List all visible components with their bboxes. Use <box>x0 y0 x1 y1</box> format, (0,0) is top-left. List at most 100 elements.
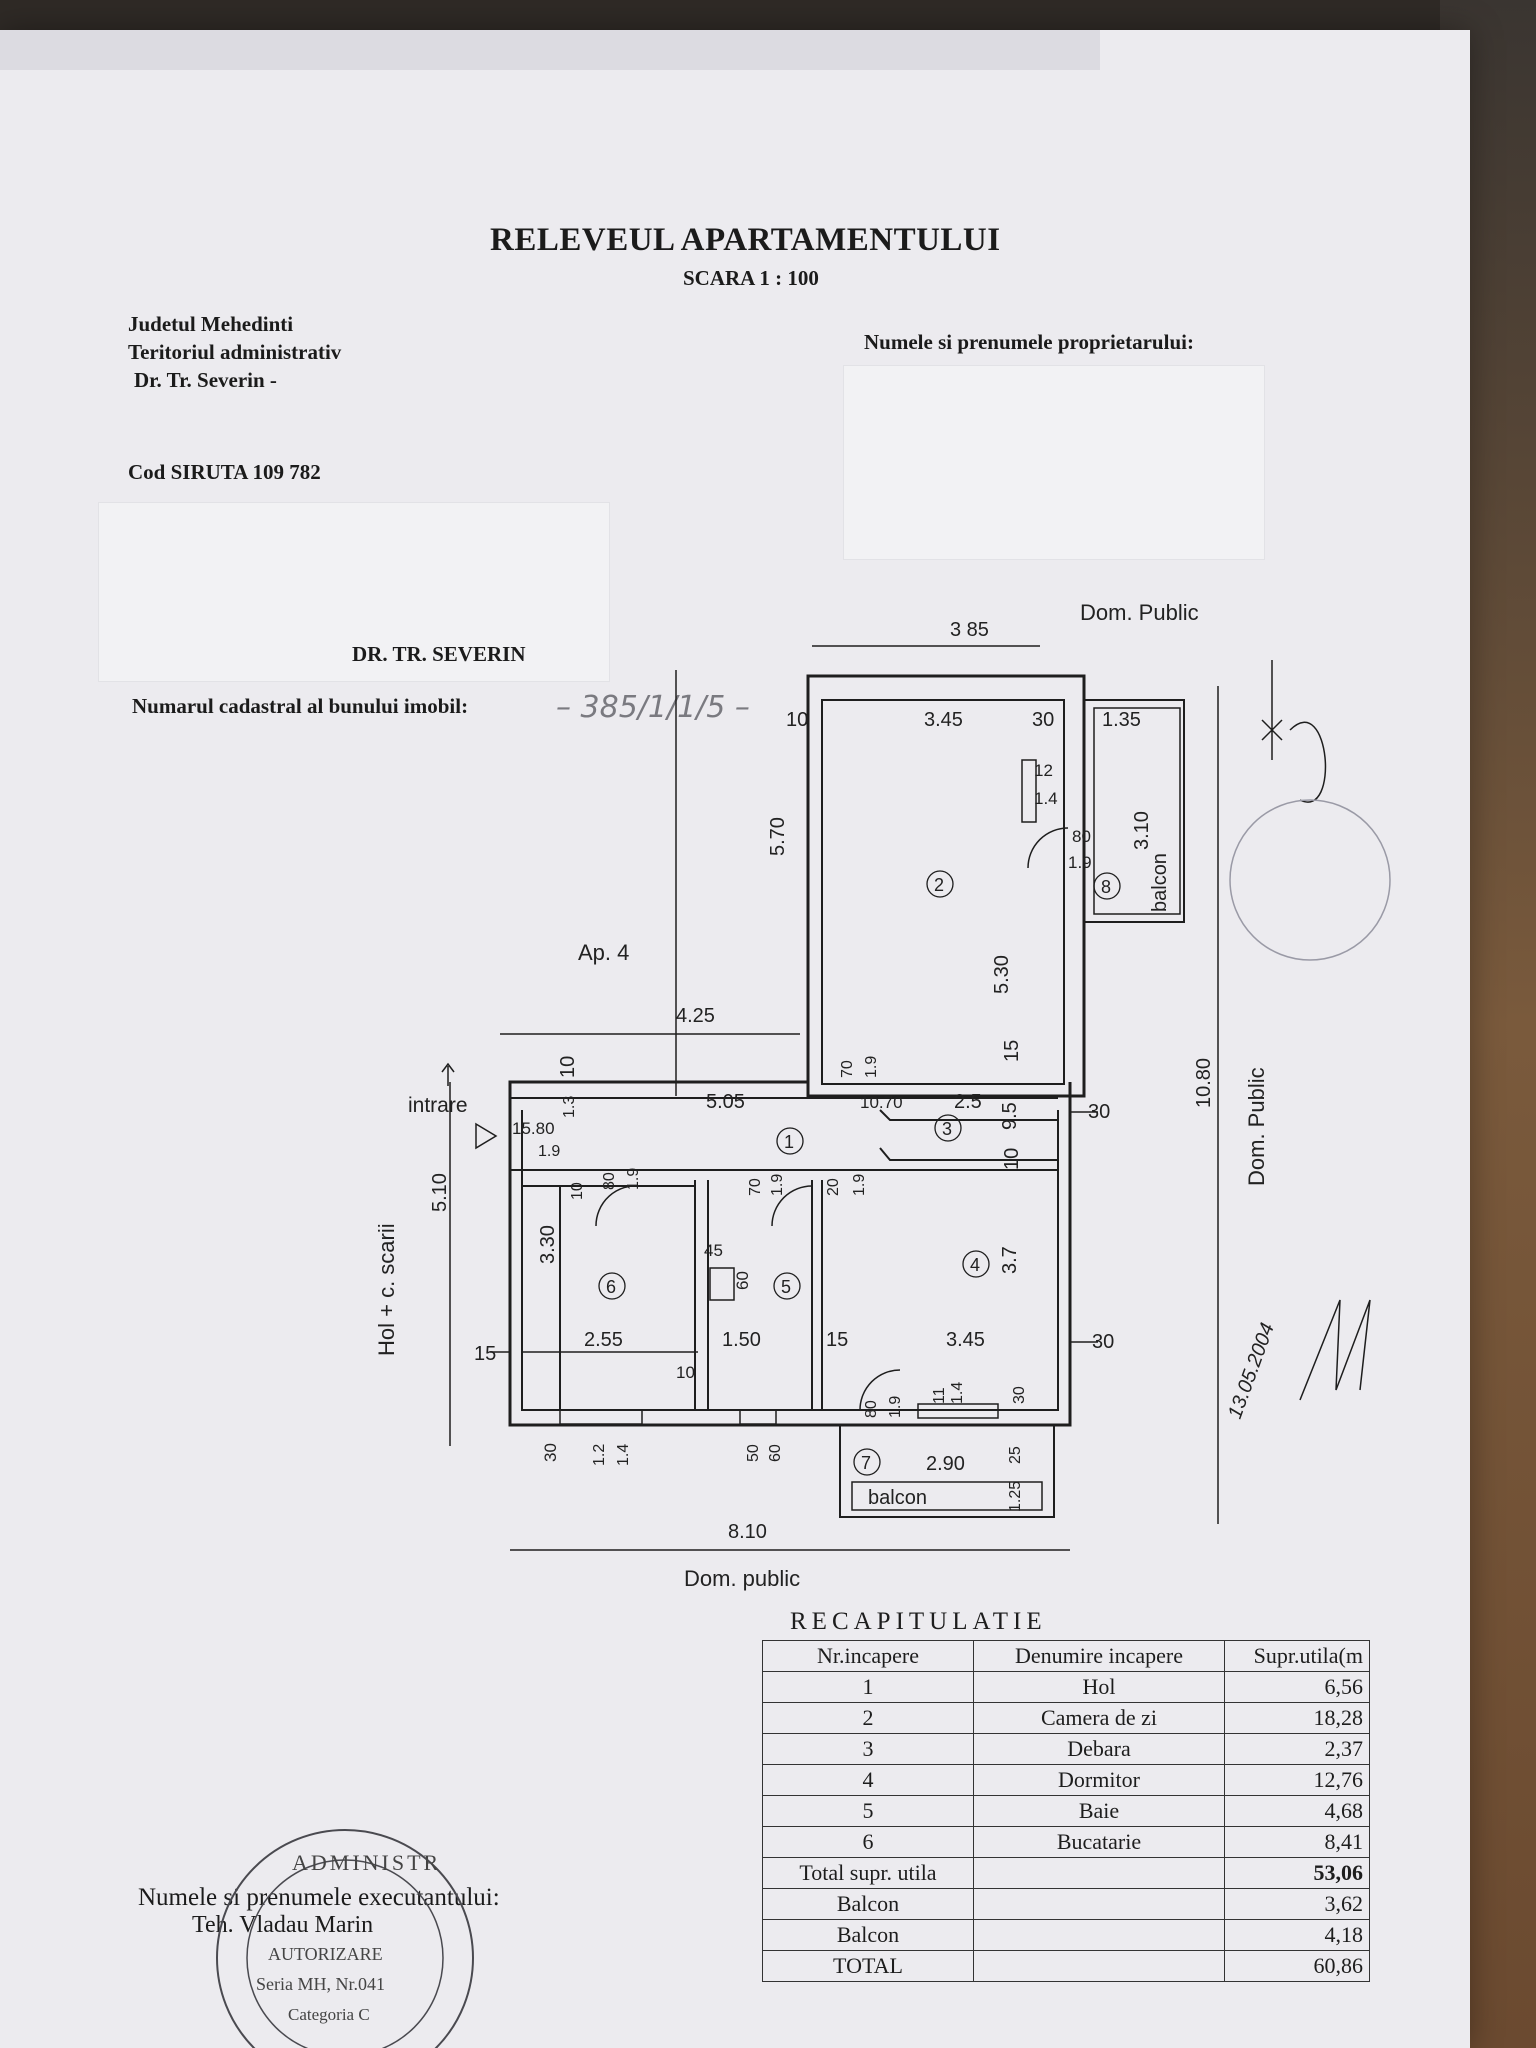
cell-room-name: Camera de zi <box>973 1702 1225 1734</box>
cell-room-name: Baie <box>973 1795 1225 1827</box>
cell-area: 6,56 <box>1224 1671 1370 1703</box>
city-label: Dr. Tr. Severin - <box>134 368 277 392</box>
dim-label-14b: 1.4 <box>949 1382 966 1404</box>
bath-fixture <box>709 1267 735 1301</box>
dim-label-30c: 30 <box>1092 1331 1114 1353</box>
stamp-line-2: Seria MH, Nr.041 <box>256 1974 385 1994</box>
dim-label-19a: 1.9 <box>1068 853 1092 872</box>
dim-label-19e: 1.9 <box>851 1174 868 1196</box>
dim-label-30d: 30 <box>1011 1386 1028 1404</box>
cell-total-value: 60,86 <box>1224 1950 1370 1982</box>
door-arc-bath <box>771 1185 813 1227</box>
table-row-balcony: Balcon 3,62 <box>762 1888 1370 1920</box>
table-row: 5 Baie 4,68 <box>762 1795 1370 1827</box>
room-marker-4 <box>962 1250 990 1278</box>
dim-label-425: 4.25 <box>676 1005 715 1027</box>
owner-label: Numele si prenumele proprietarului: <box>864 330 1194 354</box>
dim-label-1070: 10.70 <box>860 1093 903 1112</box>
room-marker-1 <box>776 1127 804 1155</box>
dim-label-70: 70 <box>747 1178 764 1196</box>
address-redacted-box <box>98 502 610 682</box>
owner-redacted-box <box>843 365 1265 560</box>
room-marker-2 <box>926 870 954 898</box>
room-marker-3 <box>934 1114 962 1142</box>
room-marker-7 <box>853 1448 881 1476</box>
dim-label-135: 1.35 <box>1102 709 1141 731</box>
locality-label: DR. TR. SEVERIN <box>352 642 526 666</box>
door-arc-bedroom <box>859 1369 901 1411</box>
dim-label-15b: 15 <box>826 1329 848 1351</box>
dim-label-19d: 1.9 <box>769 1174 786 1196</box>
room-marker-8 <box>1093 872 1121 900</box>
cell-empty <box>973 1950 1225 1982</box>
dim-label-125: 1.25 <box>1007 1481 1024 1512</box>
balcony-7-rail <box>851 1481 1043 1511</box>
table-header-row: Nr.incapere Denumire incapere Supr.utila… <box>762 1640 1370 1672</box>
dim-label-330: 3.30 <box>537 1225 559 1264</box>
dim-label-30b: 30 <box>1088 1101 1110 1123</box>
cell-empty <box>973 1888 1225 1920</box>
dim-label-12b: 1.2 <box>591 1444 608 1466</box>
dim-label-80c: 80 <box>863 1400 880 1418</box>
window-bedroom <box>917 1403 999 1419</box>
stamp-top-text: ADMINISTR <box>292 1850 441 1875</box>
scale-label: SCARA 1 : 100 <box>683 266 819 290</box>
dim-label-19g: 1.9 <box>863 1056 880 1078</box>
dim-label-25b: 25 <box>1007 1446 1024 1464</box>
header-area: Supr.utila(m <box>1224 1640 1370 1672</box>
dim-label-10e: 10 <box>676 1363 695 1382</box>
stamp-ring <box>216 1829 474 2048</box>
cell-room-number: 2 <box>762 1702 974 1734</box>
dim-label-10c: 10 <box>557 1056 579 1078</box>
door-arc-kitchen <box>595 1185 641 1227</box>
recap-title: RECAPITULATIE <box>790 1608 1047 1635</box>
room-marker-5 <box>773 1272 801 1300</box>
dim-label-70b: 70 <box>839 1060 856 1078</box>
dim-label-45: 45 <box>704 1241 723 1260</box>
document-title: RELEVEUL APARTAMENTULUI <box>490 222 1001 258</box>
table-row: 2 Camera de zi 18,28 <box>762 1702 1370 1734</box>
faint-stamp <box>1229 799 1391 961</box>
dim-label-10b: 10 <box>1001 1148 1023 1170</box>
paper-fold <box>0 30 1100 70</box>
territory-label: Teritoriul administrativ <box>128 340 342 364</box>
room-number-6: 6 <box>606 1277 616 1297</box>
table-row-total-util: Total supr. utila 53,06 <box>762 1857 1370 1889</box>
stamp-line-1: AUTORIZARE <box>268 1944 383 1964</box>
room-number-1: 1 <box>784 1132 794 1152</box>
north-arrow-icon <box>1261 660 1283 760</box>
dim-label-810: 8.10 <box>728 1521 767 1543</box>
dim-label-15a: 15 <box>1001 1040 1023 1062</box>
dim-label-505: 5.05 <box>706 1091 745 1113</box>
dim-label-150: 1.50 <box>722 1329 761 1351</box>
balcony-8-label: balcon <box>1149 853 1171 912</box>
dim-label-19c: 1.9 <box>625 1168 642 1190</box>
dim-label-345a: 3.45 <box>924 709 963 731</box>
cell-total-label: TOTAL <box>762 1950 974 1982</box>
cell-area: 12,76 <box>1224 1764 1370 1796</box>
dim-label-10a: 10 <box>786 709 808 731</box>
cell-balcony-value: 3,62 <box>1224 1888 1370 1920</box>
stamp-line-3: Categoria C <box>288 2005 370 2024</box>
dim-label-385: 3 85 <box>950 619 989 641</box>
dim-label-14c: 1.4 <box>615 1444 632 1466</box>
cell-total-util-value: 53,06 <box>1224 1857 1370 1889</box>
stairs-label: Hol + c. scarii <box>374 1223 399 1356</box>
dim-label-290: 2.90 <box>926 1453 965 1475</box>
room-number-7: 7 <box>861 1453 871 1473</box>
dim-label-60b: 60 <box>767 1444 784 1462</box>
dim-label-37: 3.7 <box>999 1246 1021 1274</box>
room-number-8: 8 <box>1101 877 1111 897</box>
dim-label-19f: 1.9 <box>887 1396 904 1418</box>
balcony-7-label: balcon <box>868 1487 927 1509</box>
dim-label-510: 5.10 <box>429 1173 451 1212</box>
room-number-2: 2 <box>934 875 944 895</box>
dim-label-1080: 10.80 <box>1193 1058 1215 1108</box>
room-number-3: 3 <box>942 1119 952 1139</box>
dim-label-310: 3.10 <box>1131 811 1153 850</box>
dim-label-1580: 15.80 <box>512 1119 555 1138</box>
dim-label-20: 20 <box>825 1178 842 1196</box>
dom-public-right: Dom. Public <box>1244 1067 1269 1186</box>
